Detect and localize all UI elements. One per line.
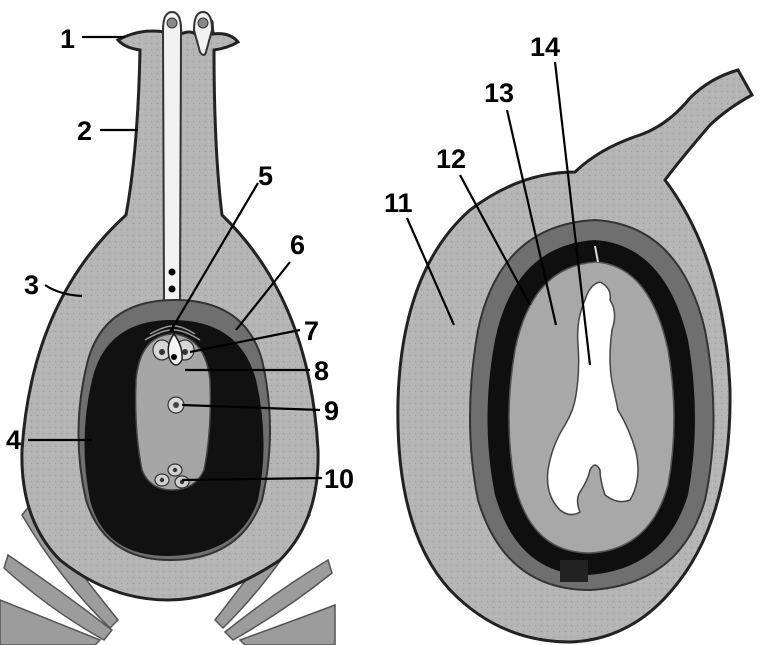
sperm-cell-upper (169, 269, 176, 276)
label-6: 6 (290, 230, 305, 260)
sperm-cell-lower (169, 286, 176, 293)
label-14: 14 (530, 32, 560, 62)
label-8: 8 (314, 356, 329, 386)
label-3: 3 (24, 270, 39, 300)
label-10: 10 (324, 464, 354, 494)
label-7: 7 (304, 316, 319, 346)
label-12: 12 (436, 144, 466, 174)
chalaza (560, 560, 588, 582)
label-4: 4 (6, 425, 21, 455)
label-1: 1 (60, 24, 75, 54)
label-13: 13 (484, 78, 514, 108)
label-2: 2 (77, 116, 92, 146)
pistil-figure (0, 12, 335, 645)
label-9: 9 (324, 396, 339, 426)
label-5: 5 (258, 161, 273, 191)
label-11: 11 (384, 188, 413, 218)
